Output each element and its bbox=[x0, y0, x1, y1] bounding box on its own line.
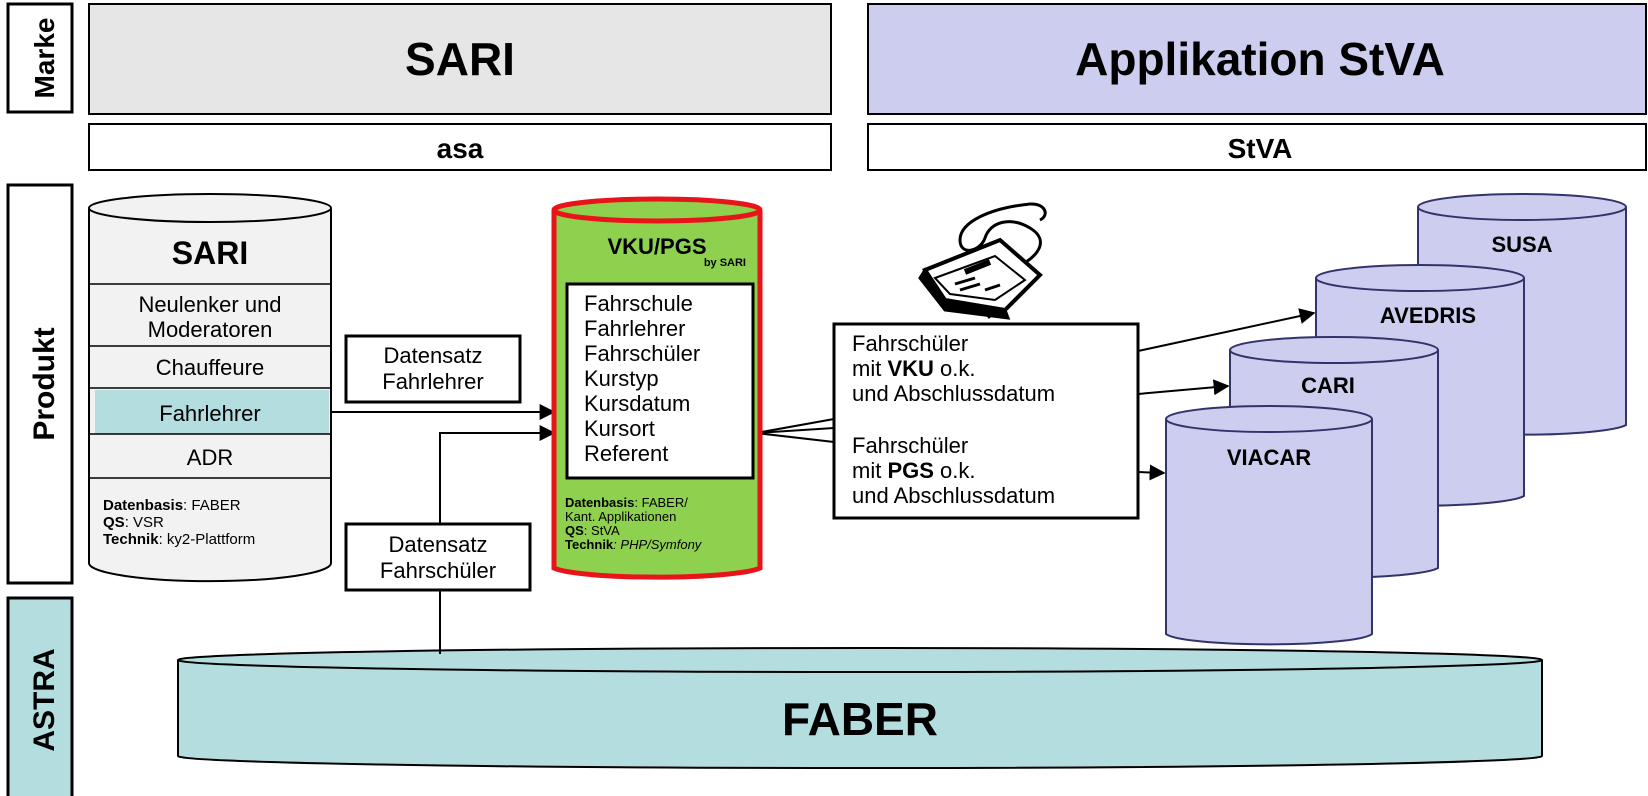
subheader-stva: StVA bbox=[867, 123, 1647, 171]
svg-text:VIACAR: VIACAR bbox=[1227, 445, 1311, 470]
sari-info-qs: QS: VSR bbox=[103, 514, 164, 531]
svg-text:SUSA: SUSA bbox=[1491, 232, 1552, 257]
svg-text:mit PGS o.k.: mit PGS o.k. bbox=[852, 458, 976, 483]
sari-row-adr: ADR bbox=[187, 445, 233, 470]
viacar-database: VIACAR bbox=[1165, 405, 1373, 646]
svg-text:ASTRA: ASTRA bbox=[28, 648, 61, 751]
vku-pgs-database: VKU/PGS by SARI Fahrschule Fahrlehrer Fa… bbox=[551, 196, 763, 580]
side-label-marke: Marke bbox=[6, 2, 74, 114]
arrow-fahrschueler-to-vku bbox=[439, 425, 556, 524]
sari-info-technik: Technik: ky2-Plattform bbox=[103, 531, 255, 548]
side-label-astra: ASTRA bbox=[6, 596, 74, 796]
side-label-produkt: Produkt bbox=[6, 183, 74, 585]
svg-text:FABER: FABER bbox=[782, 693, 938, 745]
vku-title: VKU/PGS bbox=[607, 234, 706, 259]
svg-text:Marke: Marke bbox=[29, 18, 60, 99]
svg-text:Datensatz: Datensatz bbox=[383, 343, 482, 368]
connectors bbox=[331, 308, 1316, 654]
datensatz-fahrlehrer-box: Datensatz Fahrlehrer bbox=[344, 334, 522, 404]
svg-text:asa: asa bbox=[437, 133, 484, 164]
vku-info-kant: Kant. Applikationen bbox=[565, 509, 676, 524]
svg-text:SARI: SARI bbox=[405, 33, 515, 85]
vku-field-kursort: Kursort bbox=[584, 416, 655, 441]
sari-db-title: SARI bbox=[172, 235, 248, 271]
svg-text:und Abschlussdatum: und Abschlussdatum bbox=[852, 483, 1055, 508]
svg-text:Fahrlehrer: Fahrlehrer bbox=[382, 369, 483, 394]
subheader-asa: asa bbox=[88, 123, 832, 171]
vku-field-kurstyp: Kurstyp bbox=[584, 366, 659, 391]
svg-text:Produkt: Produkt bbox=[28, 327, 61, 440]
svg-text:Fahrschüler: Fahrschüler bbox=[852, 331, 968, 356]
sari-row-neulenker: Neulenker und bbox=[138, 292, 281, 317]
output-box: Fahrschüler mit VKU o.k. und Abschlussda… bbox=[832, 322, 1140, 520]
svg-text:Applikation StVA: Applikation StVA bbox=[1075, 33, 1445, 85]
svg-text:mit VKU o.k.: mit VKU o.k. bbox=[852, 356, 975, 381]
svg-text:AVEDRIS: AVEDRIS bbox=[1380, 303, 1476, 328]
svg-text:Datensatz: Datensatz bbox=[388, 532, 487, 557]
sari-row-chauffeure: Chauffeure bbox=[156, 355, 264, 380]
svg-text:Fahrschüler: Fahrschüler bbox=[852, 433, 968, 458]
sari-row-moderatoren: Moderatoren bbox=[148, 317, 273, 342]
svg-text:Fahrschüler: Fahrschüler bbox=[380, 558, 496, 583]
svg-text:CARI: CARI bbox=[1301, 373, 1355, 398]
vku-field-fahrschueler: Fahrschüler bbox=[584, 341, 700, 366]
sari-database: SARI Neulenker und Moderatoren Chauffeur… bbox=[88, 193, 332, 583]
arrow-to-cari bbox=[1137, 379, 1230, 396]
vku-subtitle: by SARI bbox=[704, 257, 746, 269]
datensatz-fahrschueler-box: Datensatz Fahrschüler bbox=[344, 522, 532, 592]
arrow-to-viacar bbox=[1137, 464, 1166, 481]
arrow-to-avedris bbox=[1137, 308, 1316, 352]
vku-field-fahrlehrer: Fahrlehrer bbox=[584, 316, 685, 341]
vku-info-qs: QS: StVA bbox=[565, 523, 620, 538]
vku-field-kursdatum: Kursdatum bbox=[584, 391, 690, 416]
vku-field-referent: Referent bbox=[584, 441, 668, 466]
fax-machine-icon bbox=[918, 202, 1047, 320]
vku-field-fahrschule: Fahrschule bbox=[584, 291, 693, 316]
header-applikation-stva: Applikation StVA bbox=[867, 3, 1647, 115]
svg-text:und Abschlussdatum: und Abschlussdatum bbox=[852, 381, 1055, 406]
vku-info-technik: Technik: PHP/Symfony bbox=[565, 537, 703, 552]
header-sari: SARI bbox=[88, 3, 832, 115]
sari-row-fahrlehrer: Fahrlehrer bbox=[159, 401, 260, 426]
vku-info-datenbasis: Datenbasis: FABER/ bbox=[565, 495, 688, 510]
sari-info-datenbasis: Datenbasis: FABER bbox=[103, 497, 241, 514]
svg-text:StVA: StVA bbox=[1228, 133, 1293, 164]
faber-database: FABER bbox=[177, 647, 1543, 769]
